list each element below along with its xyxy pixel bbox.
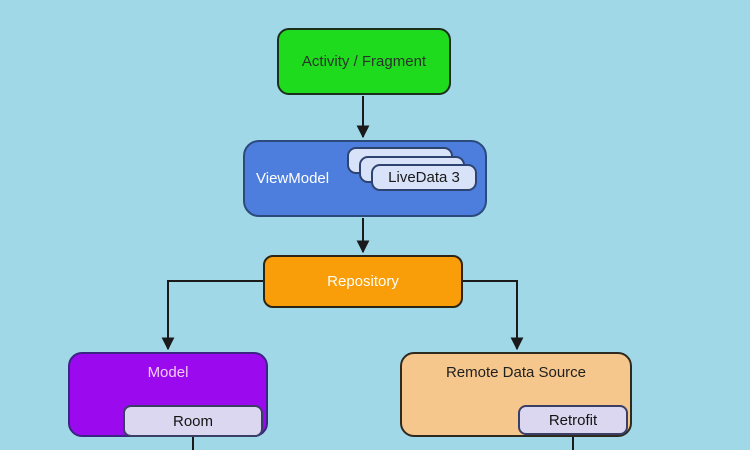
retrofit-label: Retrofit	[548, 411, 598, 429]
node-repository: Repository	[263, 255, 463, 308]
viewmodel-label: ViewModel	[256, 170, 330, 187]
activity-fragment-label: Activity / Fragment	[301, 53, 427, 70]
room-label: Room	[172, 412, 213, 430]
edge-repository-to-remote-arrow	[463, 280, 524, 351]
repository-label: Repository	[327, 273, 399, 290]
remote-data-source-label: Remote Data Source	[445, 364, 587, 381]
node-activity-fragment: Activity / Fragment	[277, 28, 451, 95]
node-retrofit: Retrofit	[518, 405, 628, 435]
node-room: Room	[123, 405, 263, 437]
livedata-label: LiveData 3	[388, 169, 460, 186]
livedata-card-front: LiveData 3	[371, 164, 477, 191]
model-label: Model	[147, 364, 189, 381]
edge-repository-to-model-arrow	[161, 280, 263, 351]
